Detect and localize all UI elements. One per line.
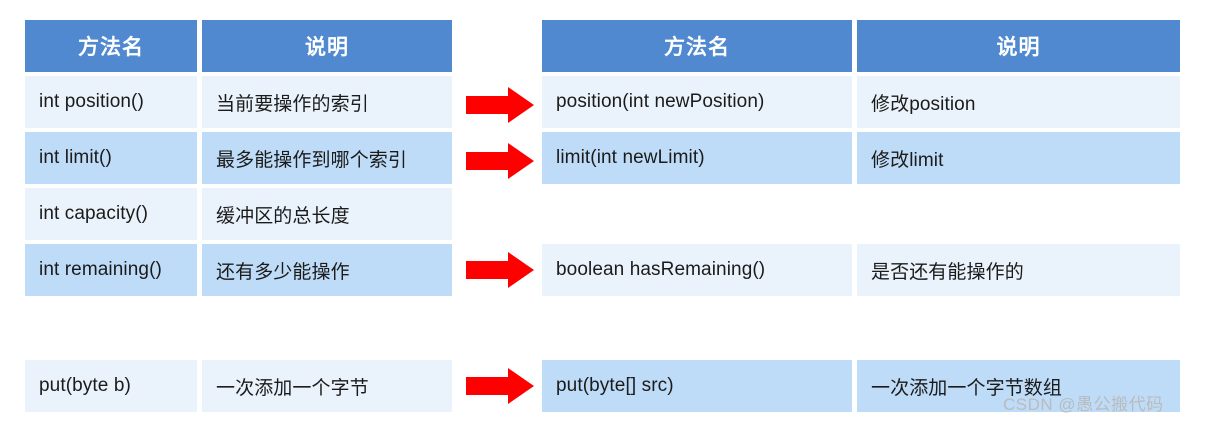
left-table-header-description: 说明 [202, 20, 452, 72]
right-table-row-0-method: position(int newPosition) [542, 76, 852, 128]
left-table-header-method: 方法名 [25, 20, 197, 72]
right-table-header-method: 方法名 [542, 20, 852, 72]
right-table-row-2-method: boolean hasRemaining() [542, 244, 852, 296]
right-table-row-3-method: put(byte[] src) [542, 360, 852, 412]
left-table-row-2-method: int capacity() [25, 188, 197, 240]
right-arrow-icon-remaining [466, 252, 534, 288]
left-table-row-0-description: 当前要操作的索引 [202, 76, 452, 128]
left-table-row-4-description: 一次添加一个字节 [202, 360, 452, 412]
right-table-row-0-description: 修改position [857, 76, 1180, 128]
left-table-row-0-method: int position() [25, 76, 197, 128]
right-table-row-1-description: 修改limit [857, 132, 1180, 184]
right-arrow-icon-position [466, 87, 534, 123]
right-table-row-1-method: limit(int newLimit) [542, 132, 852, 184]
right-arrow-icon-put [466, 368, 534, 404]
right-table-row-2-description: 是否还有能操作的 [857, 244, 1180, 296]
right-arrow-icon-limit [466, 143, 534, 179]
left-table-row-3-method: int remaining() [25, 244, 197, 296]
csdn-watermark: CSDN @愚公搬代码 [1003, 395, 1164, 414]
left-table-row-1-description: 最多能操作到哪个索引 [202, 132, 452, 184]
left-table-row-2-description: 缓冲区的总长度 [202, 188, 452, 240]
left-table-row-1-method: int limit() [25, 132, 197, 184]
left-table-row-4-method: put(byte b) [25, 360, 197, 412]
right-table-header-description: 说明 [857, 20, 1180, 72]
right-table-row-3-description: 一次添加一个字节数组 [857, 360, 1180, 412]
left-table-row-3-description: 还有多少能操作 [202, 244, 452, 296]
